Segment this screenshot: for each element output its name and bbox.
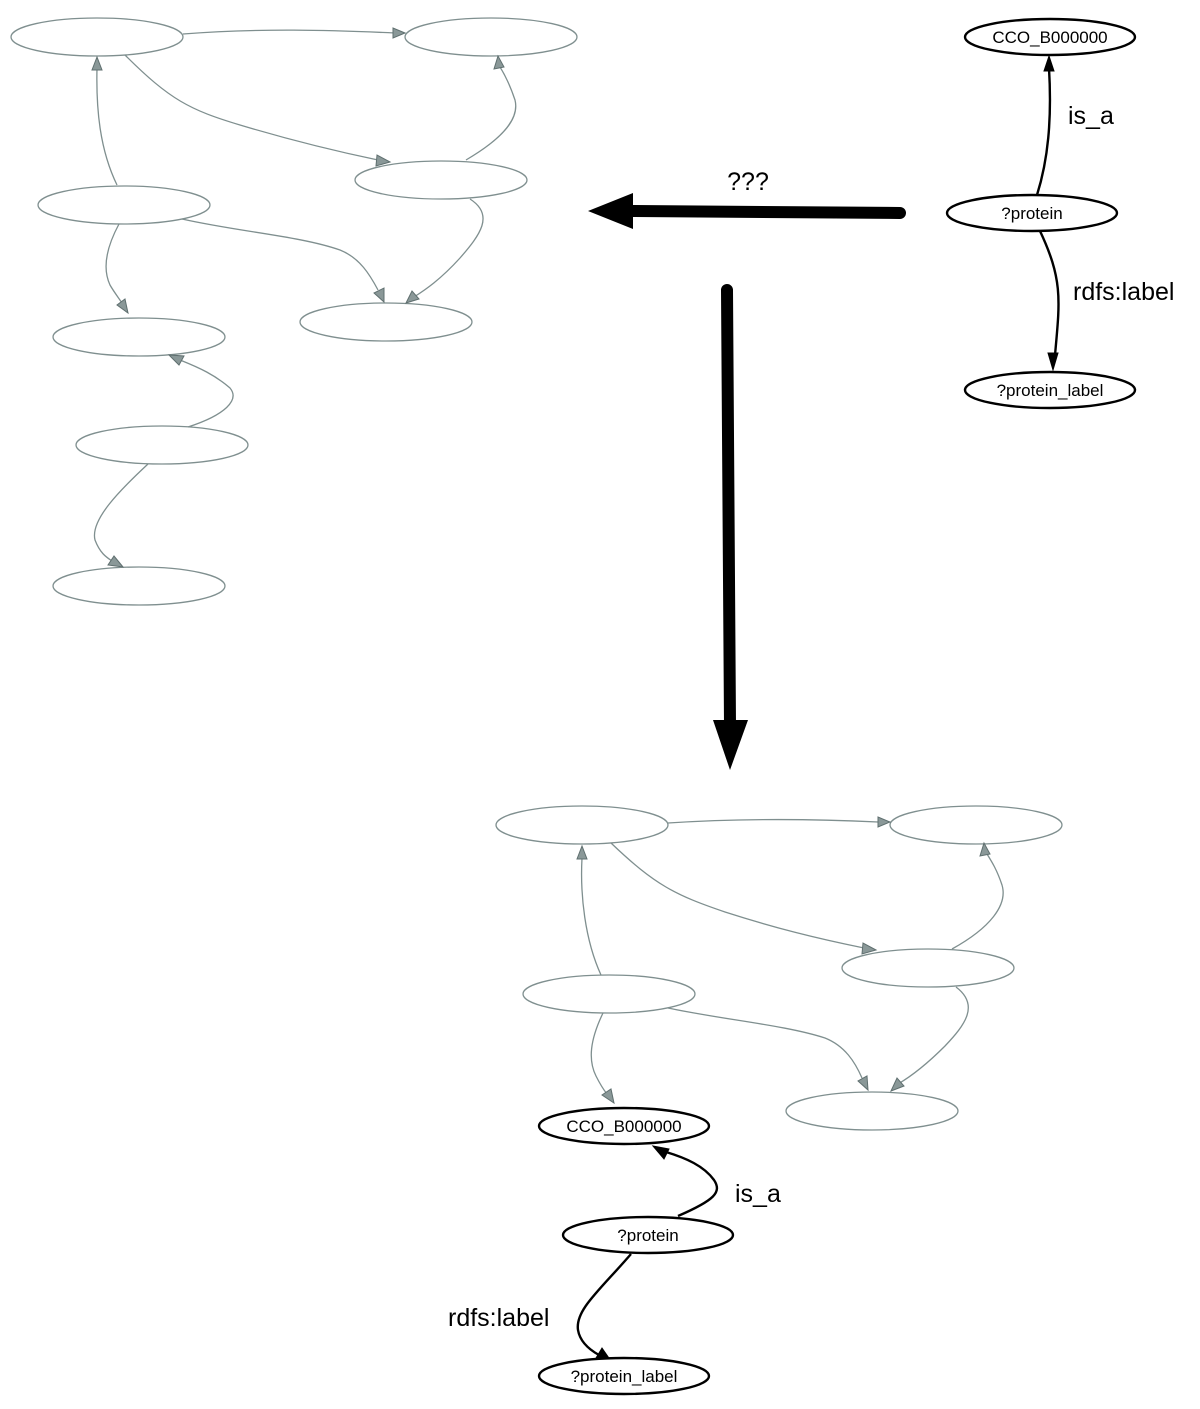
result-arrow: [713, 284, 748, 770]
graph-edge-arrowhead: [979, 841, 991, 857]
is-a-edge-arrowhead: [651, 1145, 670, 1160]
graph-edge: [96, 67, 118, 186]
graph-edge-arrowhead: [576, 844, 588, 860]
graph-node: [785, 1091, 959, 1131]
graph-edge-arrowhead: [373, 287, 385, 304]
graph-edge-arrowhead: [493, 54, 505, 70]
graph-node: [495, 805, 669, 845]
ontology-graph-top: [10, 17, 578, 606]
protein-node-label: ?protein: [617, 1226, 678, 1245]
graph-edge: [179, 359, 234, 428]
rdfs-label-edge-label: rdfs:label: [448, 1304, 549, 1332]
query-pattern-top: is_a rdfs:label CCO_B000000 ?protein ?pr…: [945, 17, 1174, 410]
is-a-edge-label: is_a: [735, 1180, 781, 1208]
class-node-label: CCO_B000000: [992, 28, 1107, 47]
graph-node: [37, 185, 211, 225]
is-a-edge-arrowhead: [1043, 54, 1055, 72]
graph-edge: [951, 853, 1004, 950]
graph-edge: [580, 857, 602, 976]
graph-edge-arrowhead: [601, 1088, 615, 1105]
protein-label-node-label: ?protein_label: [997, 381, 1104, 400]
rdfs-label-edge-label: rdfs:label: [1073, 278, 1174, 306]
protein-label-node: [963, 370, 1137, 410]
graph-edge-arrowhead: [392, 27, 407, 39]
rdfs-label-edge-arrowhead: [1047, 352, 1059, 372]
graph-edge-arrowhead: [405, 290, 420, 304]
is-a-edge-label: is_a: [1068, 102, 1114, 130]
graph-node: [52, 317, 226, 357]
graph-edge: [124, 54, 379, 161]
protein-label-node: [537, 1356, 711, 1396]
graph-node: [841, 948, 1015, 988]
graph-edge-arrowhead: [890, 1077, 905, 1092]
graph-node: [75, 425, 249, 465]
graph-node: [404, 17, 578, 57]
graph-edge: [182, 29, 396, 35]
graph-edge-arrowhead: [116, 298, 129, 315]
match-arrow: ???: [588, 168, 906, 229]
rdfs-label-edge: [1038, 230, 1060, 356]
graph-edge-arrowhead: [861, 942, 878, 955]
class-node-label: CCO_B000000: [566, 1117, 681, 1136]
protein-node-label: ?protein: [1001, 204, 1062, 223]
is-a-edge: [1035, 67, 1052, 196]
match-arrow-shaft: [622, 205, 906, 219]
graph-node: [889, 805, 1063, 845]
graph-node: [52, 566, 226, 606]
graph-edge-arrowhead: [375, 154, 392, 167]
result-arrow-shaft: [721, 284, 736, 731]
graph-edge: [590, 1012, 608, 1095]
match-arrow-head: [588, 193, 633, 229]
result-arrow-head: [713, 720, 748, 770]
graph-edge: [93, 463, 149, 562]
graph-edge-arrowhead: [857, 1075, 869, 1092]
graph-edge: [667, 818, 879, 824]
graph-edge: [465, 66, 517, 161]
match-arrow-label: ???: [727, 168, 769, 196]
graph-edge: [897, 986, 969, 1085]
graph-node: [10, 17, 184, 57]
graph-edge-arrowhead: [877, 816, 892, 828]
class-node: [963, 17, 1137, 57]
graph-edge: [181, 218, 379, 291]
protein-label-node-label: ?protein_label: [571, 1367, 678, 1386]
protein-node: [945, 193, 1119, 233]
graph-edge: [610, 842, 865, 949]
graph-edge-arrowhead: [107, 555, 125, 568]
rdfs-label-edge: [576, 1253, 632, 1357]
graph-edge: [105, 223, 123, 304]
merged-graph-bottom: is_a rdfs:label CCO_B000000 ?protein ?pr…: [448, 805, 1063, 1396]
graph-edge: [413, 198, 484, 298]
protein-node: [561, 1215, 735, 1255]
graph-edge-arrowhead: [91, 55, 103, 71]
graph-edge: [667, 1007, 863, 1079]
is-a-edge: [665, 1150, 719, 1218]
graph-node: [299, 302, 473, 342]
graph-node: [354, 160, 528, 200]
class-node: [537, 1106, 711, 1146]
graph-node: [522, 974, 696, 1014]
graph-edge-arrowhead: [167, 354, 185, 366]
